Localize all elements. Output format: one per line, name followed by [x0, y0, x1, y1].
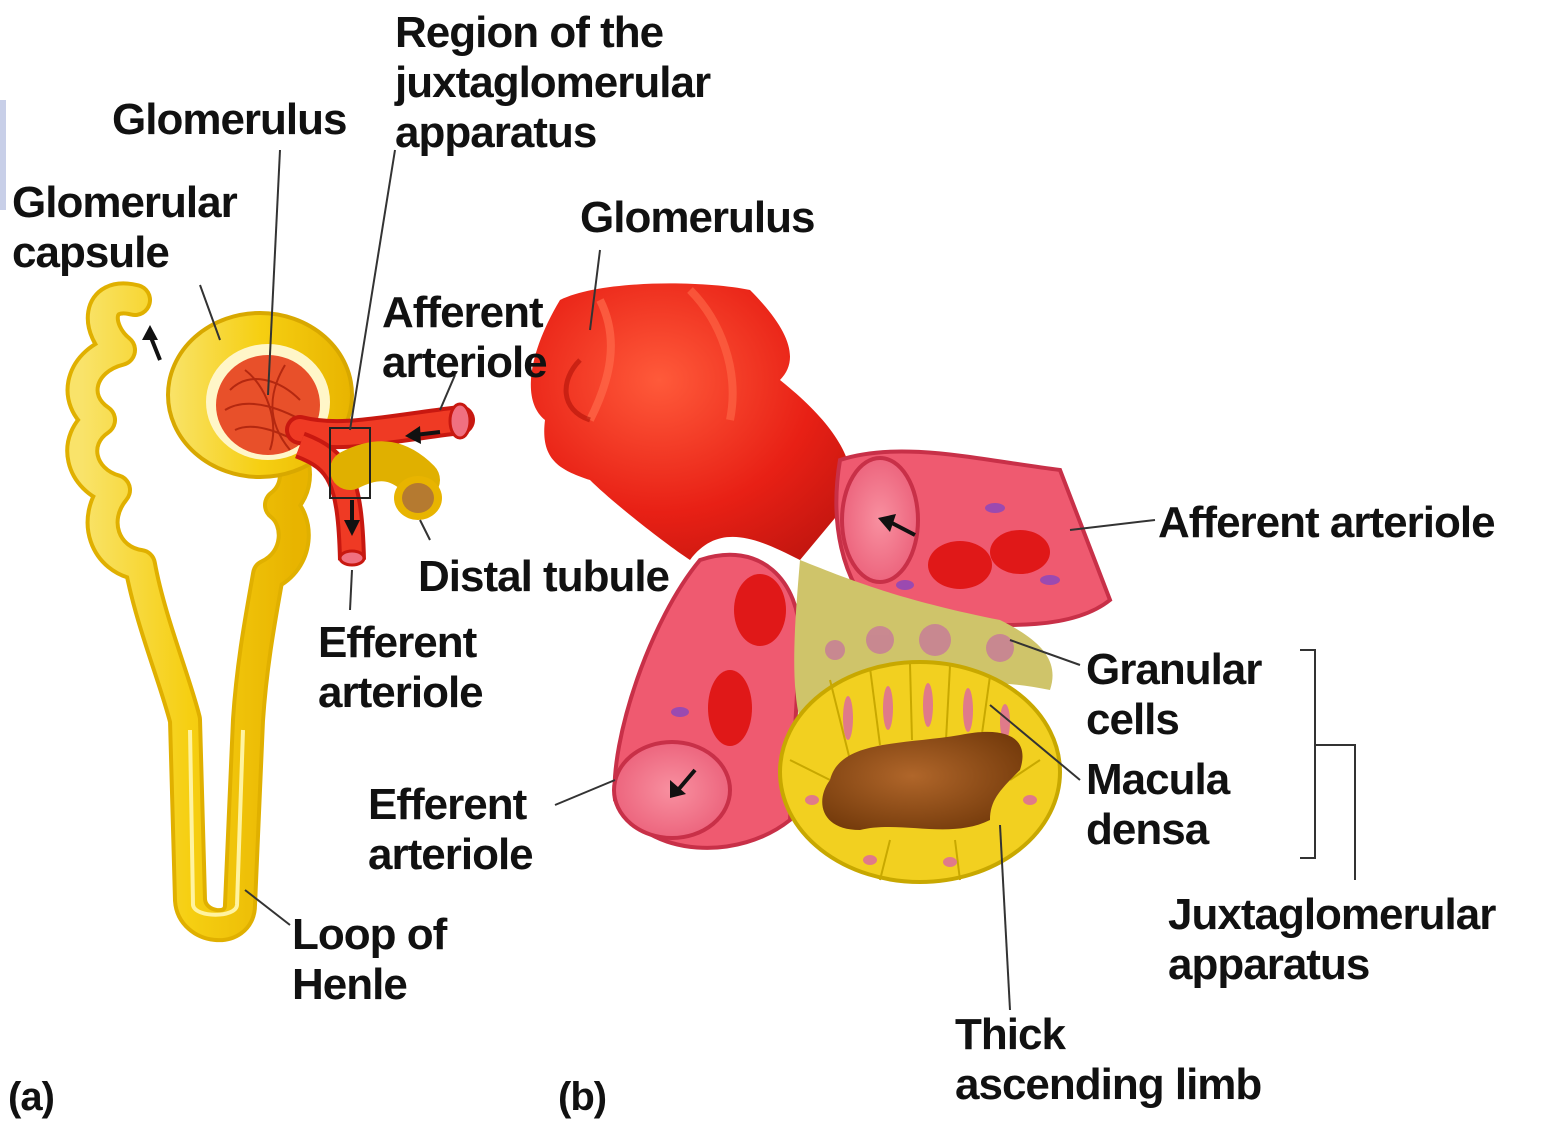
label-loop-of-henle: Loop of Henle	[292, 910, 446, 1010]
glomerulus-b	[531, 283, 852, 560]
label-efferent-arteriole-b: Efferent arteriole	[368, 780, 533, 880]
label-juxtaglomerular-apparatus: Juxtaglomerular apparatus	[1168, 890, 1495, 990]
panel-tag-b: (b)	[558, 1072, 606, 1122]
label-thick-ascending-limb: Thick ascending limb	[955, 1010, 1261, 1110]
label-afferent-arteriole-b: Afferent arteriole	[1158, 498, 1495, 548]
panel-tag-a: (a)	[8, 1072, 54, 1122]
label-glomerulus-b: Glomerulus	[580, 193, 815, 243]
label-distal-tubule: Distal tubule	[418, 552, 669, 602]
label-macula-densa: Macula densa	[1086, 755, 1229, 855]
distal-tubule-a	[350, 461, 420, 480]
label-glomerulus-a: Glomerulus	[112, 95, 347, 145]
label-afferent-arteriole-a: Afferent arteriole	[382, 288, 547, 388]
label-region-jga: Region of the juxtaglomerular apparatus	[395, 8, 710, 158]
label-glomerular-capsule: Glomerular capsule	[12, 178, 237, 278]
label-granular-cells: Granular cells	[1086, 645, 1261, 745]
label-efferent-arteriole-a: Efferent arteriole	[318, 618, 483, 718]
